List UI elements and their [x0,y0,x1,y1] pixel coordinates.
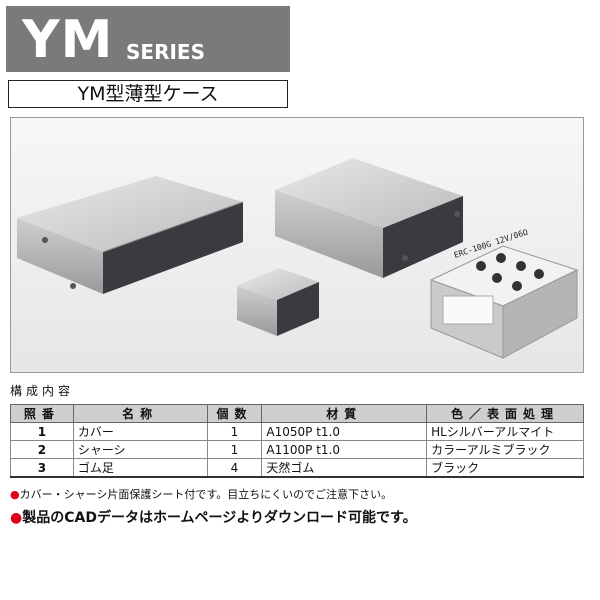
case-open-chassis: ERC-100G 12V/06Ω [429,227,579,359]
header-finish: 色／表面処理 [426,404,584,423]
note-text: カバー・シャーシ片面保護シート付です。目立ちにくいのでご注意下さい。 [19,488,393,501]
cell-material: A1100P t1.0 [261,440,428,459]
product-subtitle: YM型薄型ケース [8,80,288,108]
parts-table: 照番 名称 個数 材質 色／表面処理 1 カバー 1 A1050P t1.0 H… [10,404,584,478]
series-banner: YM SERIES [6,6,290,72]
cell-finish: ブラック [426,458,584,478]
note-cad-download: ●製品のCADデータはホームページよりダウンロード可能です。 [10,507,417,527]
table-row: 1 カバー 1 A1050P t1.0 HLシルバーアルマイト [10,422,584,441]
cell-name: シャーシ [72,440,208,459]
cell-finish: カラーアルミブラック [426,440,584,459]
cell-no: 3 [10,458,74,478]
cell-name: カバー [72,422,208,441]
header-material: 材質 [261,404,428,423]
series-title: YM [22,10,114,70]
case-medium [275,158,463,278]
header-no: 照番 [10,404,74,423]
series-label: SERIES [126,40,205,64]
product-photo-illustration: ERC-100G 12V/06Ω [11,118,583,372]
bullet-icon: ● [10,510,23,526]
section-title: 構成内容 [10,384,75,398]
cell-no: 2 [10,440,74,459]
cell-qty: 4 [206,458,263,478]
cell-material: A1050P t1.0 [261,422,428,441]
note-text: 製品のCADデータはホームページよりダウンロード可能です。 [22,510,417,526]
cell-finish: HLシルバーアルマイト [426,422,584,441]
cell-name: ゴム足 [72,458,208,478]
table-row: 3 ゴム足 4 天然ゴム ブラック [10,458,584,478]
bullet-icon: ● [10,488,20,501]
table-row: 2 シャーシ 1 A1100P t1.0 カラーアルミブラック [10,440,584,459]
case-small [237,268,319,336]
cell-material: 天然ゴム [261,458,428,478]
header-name: 名称 [72,404,208,423]
product-photo: ERC-100G 12V/06Ω [10,117,584,373]
case-large-flat [17,176,244,294]
cell-no: 1 [10,422,74,441]
note-protective-sheet: ●カバー・シャーシ片面保護シート付です。目立ちにくいのでご注意下さい。 [10,486,392,502]
table-header-row: 照番 名称 個数 材質 色／表面処理 [10,404,584,423]
header-qty: 個数 [206,404,263,423]
cell-qty: 1 [206,440,263,459]
cell-qty: 1 [206,422,263,441]
